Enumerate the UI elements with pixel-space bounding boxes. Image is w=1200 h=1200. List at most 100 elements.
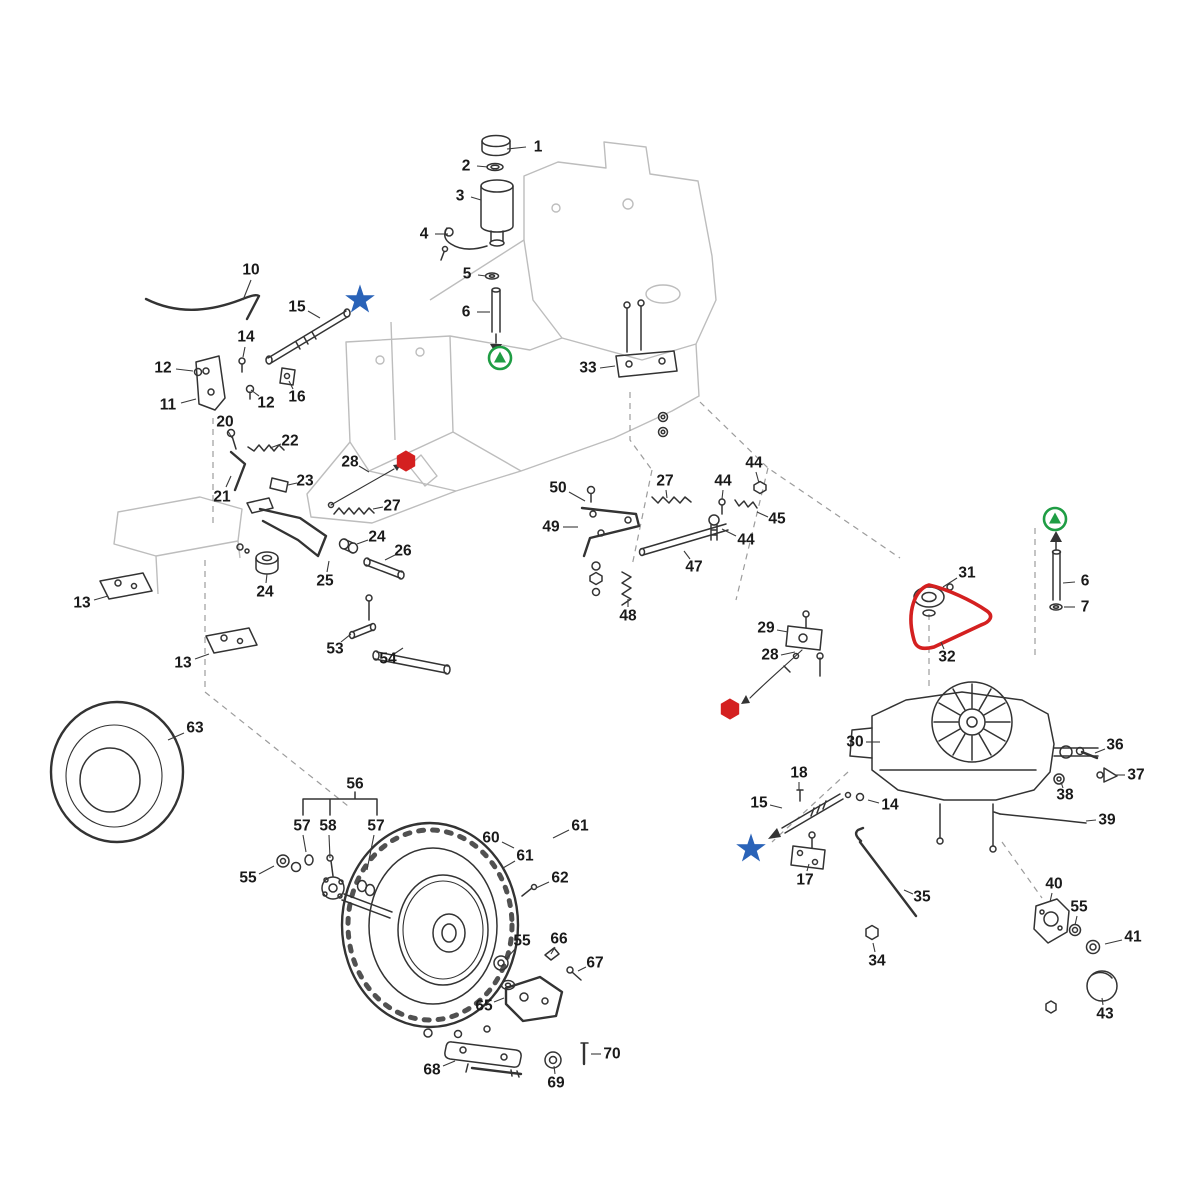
part-number-14: 14 xyxy=(237,329,255,346)
leader-line xyxy=(756,511,769,518)
part-number-70: 70 xyxy=(603,1046,620,1063)
leader-line xyxy=(780,651,796,656)
leader-line xyxy=(577,966,587,972)
lever-21 xyxy=(229,450,247,492)
part-number-24: 24 xyxy=(368,529,386,546)
part-number-56: 56 xyxy=(346,776,364,793)
part-number-6: 6 xyxy=(1081,573,1090,590)
rod-15b xyxy=(781,793,844,834)
spring-27 xyxy=(333,507,375,515)
part-number-45: 45 xyxy=(768,511,786,528)
part-number-7: 7 xyxy=(1081,599,1090,616)
part-number-61: 61 xyxy=(516,848,534,865)
part-number-30: 30 xyxy=(846,734,863,751)
leader-line xyxy=(806,863,810,872)
plate-13 xyxy=(99,572,153,600)
part-number-27: 27 xyxy=(383,498,400,515)
rear-wheel-assembly xyxy=(276,791,538,1029)
leader-line xyxy=(942,577,958,588)
part-number-3: 3 xyxy=(456,188,465,205)
leader-line xyxy=(552,829,570,839)
leader-line xyxy=(683,550,691,560)
bracket-11 xyxy=(195,355,226,411)
part-number-20: 20 xyxy=(216,414,233,431)
rim-61 xyxy=(397,874,489,986)
screw-67 xyxy=(566,966,574,974)
spring-27b xyxy=(651,496,692,504)
bolt-36 xyxy=(1080,750,1099,760)
leader-line xyxy=(180,398,197,404)
leader-line xyxy=(476,165,489,168)
marker-layer xyxy=(345,284,1068,862)
part-number-35: 35 xyxy=(913,889,931,906)
rod-35 xyxy=(854,826,918,918)
leader-line xyxy=(872,942,876,953)
rod-47 xyxy=(640,523,729,556)
part-number-25: 25 xyxy=(316,573,334,590)
leader-line xyxy=(665,489,668,499)
leader-line xyxy=(250,389,260,397)
hub-40 xyxy=(1033,898,1070,944)
part-number-34: 34 xyxy=(868,953,886,970)
leader-line xyxy=(903,889,914,895)
chassis-frame xyxy=(113,141,717,595)
nut-7 xyxy=(1049,603,1063,611)
part-number-44: 44 xyxy=(737,532,755,549)
part-number-29: 29 xyxy=(757,620,775,637)
leader-line xyxy=(1074,915,1078,926)
right-wheel-hub xyxy=(1033,898,1118,1014)
part-number-32: 32 xyxy=(938,649,955,666)
leader-line xyxy=(265,573,268,584)
transaxle-housing xyxy=(871,691,1055,801)
leader-line xyxy=(356,539,369,545)
part-number-49: 49 xyxy=(542,519,560,536)
drive-belt-32-highlight xyxy=(909,583,993,651)
part-number-48: 48 xyxy=(619,608,637,625)
leader-line xyxy=(442,1060,456,1067)
blue-star-marker xyxy=(345,284,375,313)
rod-26 xyxy=(365,558,403,579)
spring-48 xyxy=(621,571,632,606)
leader-line xyxy=(721,528,737,537)
green-triangle-marker xyxy=(487,345,513,371)
leader-line xyxy=(358,465,370,473)
part-number-26: 26 xyxy=(394,543,412,560)
leader-line xyxy=(366,834,375,871)
leader-line xyxy=(242,346,246,358)
part-number-33: 33 xyxy=(579,360,597,377)
hub-hole-62 xyxy=(441,923,457,943)
leader-line xyxy=(328,834,331,859)
part-number-23: 23 xyxy=(296,473,314,490)
bracket-17 xyxy=(790,845,826,870)
part-number-21: 21 xyxy=(213,489,231,506)
leader-line xyxy=(1062,581,1076,584)
leader-line xyxy=(501,841,515,849)
spindle-bracket-assembly xyxy=(423,947,589,1078)
leader-line xyxy=(167,732,185,741)
leader-line xyxy=(242,279,252,301)
part-number-13: 13 xyxy=(73,595,91,612)
cooling-fan xyxy=(931,681,1013,763)
leader-line xyxy=(258,865,275,875)
leader-line xyxy=(384,554,396,561)
leader-line xyxy=(1049,892,1053,903)
leader-line xyxy=(553,1065,556,1075)
part-number-57: 57 xyxy=(293,818,310,835)
part-number-13: 13 xyxy=(174,655,192,672)
shift-bracket-49 xyxy=(580,506,641,558)
brake-rod-10 xyxy=(144,294,261,321)
part-number-65: 65 xyxy=(475,998,493,1015)
plate-13b xyxy=(205,627,258,654)
part-number-18: 18 xyxy=(790,765,808,782)
leader-line xyxy=(340,633,352,643)
part-number-50: 50 xyxy=(549,480,566,497)
part-number-68: 68 xyxy=(423,1062,441,1079)
part-number-53: 53 xyxy=(326,641,344,658)
part-number-55: 55 xyxy=(1070,899,1088,916)
pedal-brake-assembly xyxy=(99,294,451,675)
pedal-arm-25 xyxy=(258,507,328,558)
leader-line xyxy=(302,834,307,853)
part-number-69: 69 xyxy=(547,1075,565,1092)
